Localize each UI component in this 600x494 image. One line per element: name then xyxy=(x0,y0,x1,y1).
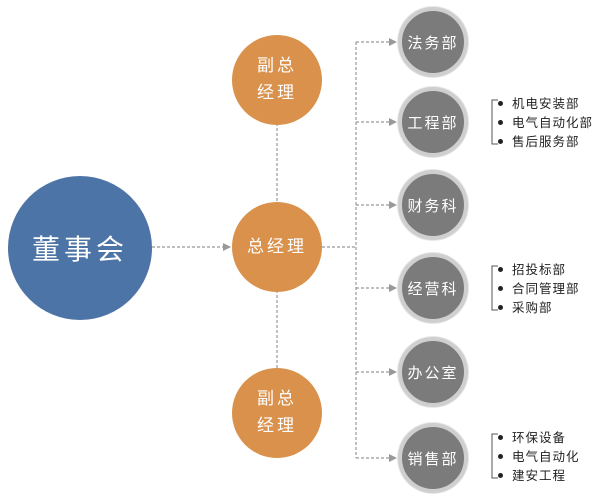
general-manager-label: 总经理 xyxy=(247,236,307,257)
subdepartment-label: 机电安装部 xyxy=(512,96,580,111)
list-item: 售后服务部 xyxy=(498,132,593,151)
subdepartment-label: 招投标部 xyxy=(512,262,567,277)
subdepartment-label: 售后服务部 xyxy=(512,134,580,149)
department-node-engineering: 工程部 xyxy=(398,87,468,157)
board-label: 董事会 xyxy=(31,233,128,266)
bullet-icon xyxy=(498,120,503,125)
deputy-manager-node-bottom: 副总 经理 xyxy=(232,368,322,458)
department-node-finance: 财务科 xyxy=(398,170,468,240)
department-label: 工程部 xyxy=(407,113,459,132)
deputy-manager-label-line1: 副总 xyxy=(257,56,297,76)
subdepartment-label: 环保设备 xyxy=(512,430,567,445)
sales-subdepartments: 环保设备 电气自动化 建安工程 xyxy=(498,428,580,485)
bullet-icon xyxy=(498,267,503,272)
bullet-icon xyxy=(498,305,503,310)
department-label: 经营科 xyxy=(407,279,459,298)
deputy-manager-node-top: 副总 经理 xyxy=(232,35,322,125)
subdepartment-label: 电气自动化 xyxy=(512,449,580,464)
list-item: 环保设备 xyxy=(498,428,580,447)
operations-subdepartments: 招投标部 合同管理部 采购部 xyxy=(498,260,580,317)
bullet-icon xyxy=(498,435,503,440)
bullet-icon xyxy=(498,473,503,478)
subdepartment-label: 建安工程 xyxy=(512,468,567,483)
department-node-operations: 经营科 xyxy=(398,253,468,323)
subdepartment-label: 采购部 xyxy=(512,300,553,315)
department-node-legal: 法务部 xyxy=(398,7,468,77)
deputy-manager-label-line2: 经理 xyxy=(257,416,297,436)
list-item: 电气自动化 xyxy=(498,447,580,466)
subdepartment-label: 电气自动化部 xyxy=(512,115,594,130)
sales-subs-bracket xyxy=(491,433,498,479)
list-item: 合同管理部 xyxy=(498,279,580,298)
engineering-subdepartments: 机电安装部 电气自动化部 售后服务部 xyxy=(498,94,593,151)
bullet-icon xyxy=(498,101,503,106)
deputy-manager-label-line1: 副总 xyxy=(257,389,297,409)
department-node-office: 办公室 xyxy=(398,337,468,407)
general-manager-node: 总经理 xyxy=(232,202,322,292)
department-label: 财务科 xyxy=(407,196,459,215)
list-item: 电气自动化部 xyxy=(498,113,593,132)
department-label: 法务部 xyxy=(407,33,459,52)
subdepartment-label: 合同管理部 xyxy=(512,281,580,296)
bullet-icon xyxy=(498,454,503,459)
operations-subs-bracket xyxy=(491,265,498,311)
list-item: 招投标部 xyxy=(498,260,580,279)
department-label: 销售部 xyxy=(407,449,459,468)
list-item: 建安工程 xyxy=(498,466,580,485)
list-item: 采购部 xyxy=(498,298,580,317)
list-item: 机电安装部 xyxy=(498,94,593,113)
deputy-manager-label-line2: 经理 xyxy=(257,83,297,103)
engineering-subs-bracket xyxy=(491,99,498,145)
bullet-icon xyxy=(498,139,503,144)
department-node-sales: 销售部 xyxy=(398,423,468,493)
bullet-icon xyxy=(498,286,503,291)
board-node: 董事会 xyxy=(8,176,152,320)
department-label: 办公室 xyxy=(407,363,459,382)
